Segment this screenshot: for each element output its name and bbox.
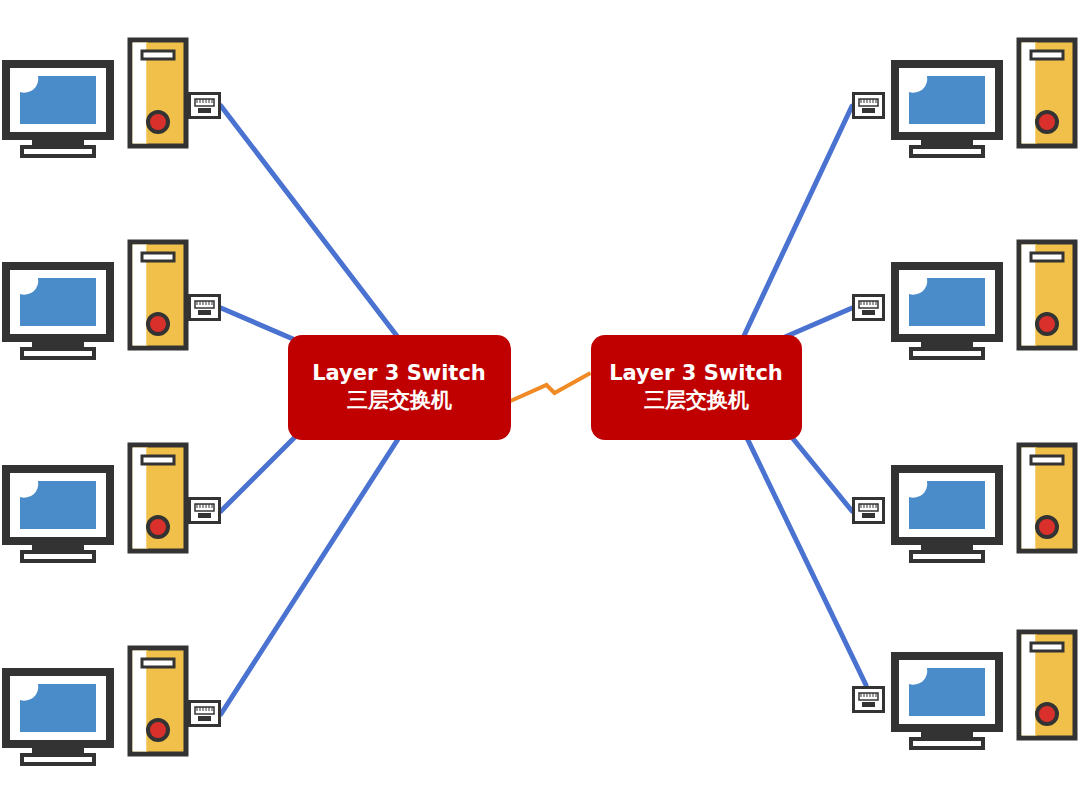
switch-label: Layer 3 Switch bbox=[609, 360, 783, 387]
cable bbox=[221, 106, 866, 714]
switch-box: Layer 3 Switch三层交换机 bbox=[591, 335, 802, 440]
switch-label: 三层交换机 bbox=[644, 387, 749, 414]
switch-label: 三层交换机 bbox=[347, 387, 452, 414]
switch-label: Layer 3 Switch bbox=[312, 360, 486, 387]
computer bbox=[2, 40, 1075, 764]
link-bolt bbox=[511, 373, 591, 401]
switch-box: Layer 3 Switch三层交换机 bbox=[288, 335, 511, 440]
ethernet-port bbox=[190, 94, 884, 726]
